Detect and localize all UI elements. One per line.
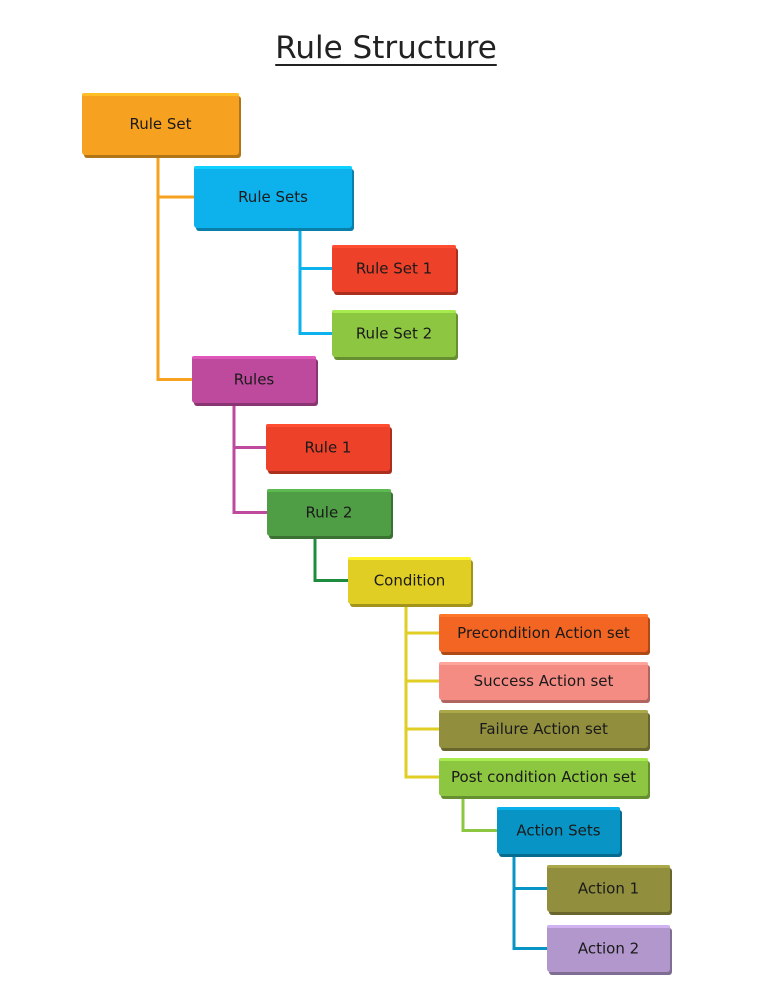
connector-rule-set-to-rule-sets [156, 155, 194, 199]
connector-rules-to-rule-1 [232, 403, 266, 449]
node-failure-action-set: Failure Action set [439, 710, 650, 751]
node-highlight [439, 758, 648, 761]
node-action-sets: Action Sets [497, 807, 622, 857]
node-condition: Condition [348, 557, 473, 607]
node-box [332, 245, 456, 292]
node-highlight [497, 807, 620, 810]
node-rule-set-1: Rule Set 1 [332, 245, 458, 295]
connector-action-sets-to-action-1 [512, 854, 547, 890]
node-precondition-action-set: Precondition Action set [439, 614, 650, 655]
node-box [267, 489, 391, 536]
node-label: Condition [374, 572, 446, 590]
node-highlight [266, 424, 390, 427]
node-rules: Rules [192, 356, 318, 406]
node-box [348, 557, 471, 604]
node-highlight [439, 614, 648, 617]
connectors [156, 155, 547, 950]
node-box [439, 662, 648, 700]
connector-condition-to-precondition-action-set [404, 604, 439, 635]
node-label: Rule 2 [306, 504, 353, 522]
node-label: Rule Set 1 [356, 260, 432, 278]
node-box [82, 93, 239, 155]
node-box [266, 424, 390, 471]
connector-rule-sets-to-rule-set-2 [298, 228, 332, 335]
node-label: Success Action set [474, 672, 614, 690]
node-label: Action Sets [516, 822, 600, 840]
node-action-2: Action 2 [547, 925, 672, 975]
node-highlight [192, 356, 316, 359]
node-box [547, 865, 670, 912]
page-title: Rule Structure [0, 30, 772, 66]
node-label: Rules [234, 371, 275, 389]
node-success-action-set: Success Action set [439, 662, 650, 703]
connector-rule-2-to-condition [313, 536, 348, 582]
node-box [439, 710, 648, 748]
connector-rules-to-rule-2 [232, 403, 267, 514]
page-title-text: Rule Structure [275, 30, 497, 66]
node-label: Rule Set 2 [356, 325, 432, 343]
node-label: Action 1 [578, 880, 639, 898]
node-box [497, 807, 620, 854]
node-highlight [82, 93, 239, 96]
node-highlight [439, 710, 648, 713]
node-highlight [348, 557, 471, 560]
node-rule-set: Rule Set [82, 93, 241, 158]
node-box [439, 614, 648, 652]
node-rule-1: Rule 1 [266, 424, 392, 474]
connector-post-condition-action-set-to-action-sets [461, 796, 497, 832]
node-box [547, 925, 670, 972]
node-label: Rule 1 [305, 439, 352, 457]
node-label: Post condition Action set [451, 768, 636, 786]
node-label: Precondition Action set [457, 624, 630, 642]
connector-rule-sets-to-rule-set-1 [298, 228, 332, 270]
connector-action-sets-to-action-2 [512, 854, 547, 950]
node-highlight [439, 662, 648, 665]
node-highlight [194, 166, 352, 169]
node-label: Rule Sets [238, 188, 308, 206]
node-highlight [332, 245, 456, 248]
node-rule-2: Rule 2 [267, 489, 393, 539]
node-box [194, 166, 352, 228]
connector-condition-to-success-action-set [404, 604, 439, 683]
node-box [332, 310, 456, 357]
connector-condition-to-post-condition-action-set [404, 604, 439, 779]
node-rule-set-2: Rule Set 2 [332, 310, 458, 360]
node-label: Action 2 [578, 940, 639, 958]
node-highlight [267, 489, 391, 492]
node-label: Rule Set [129, 115, 191, 133]
node-highlight [332, 310, 456, 313]
node-box [439, 758, 648, 796]
node-highlight [547, 865, 670, 868]
connector-condition-to-failure-action-set [404, 604, 439, 731]
node-rule-sets: Rule Sets [194, 166, 354, 231]
node-highlight [547, 925, 670, 928]
node-action-1: Action 1 [547, 865, 672, 915]
node-label: Failure Action set [479, 720, 608, 738]
node-post-condition-action-set: Post condition Action set [439, 758, 650, 799]
node-box [192, 356, 316, 403]
connector-rule-set-to-rules [156, 155, 192, 381]
